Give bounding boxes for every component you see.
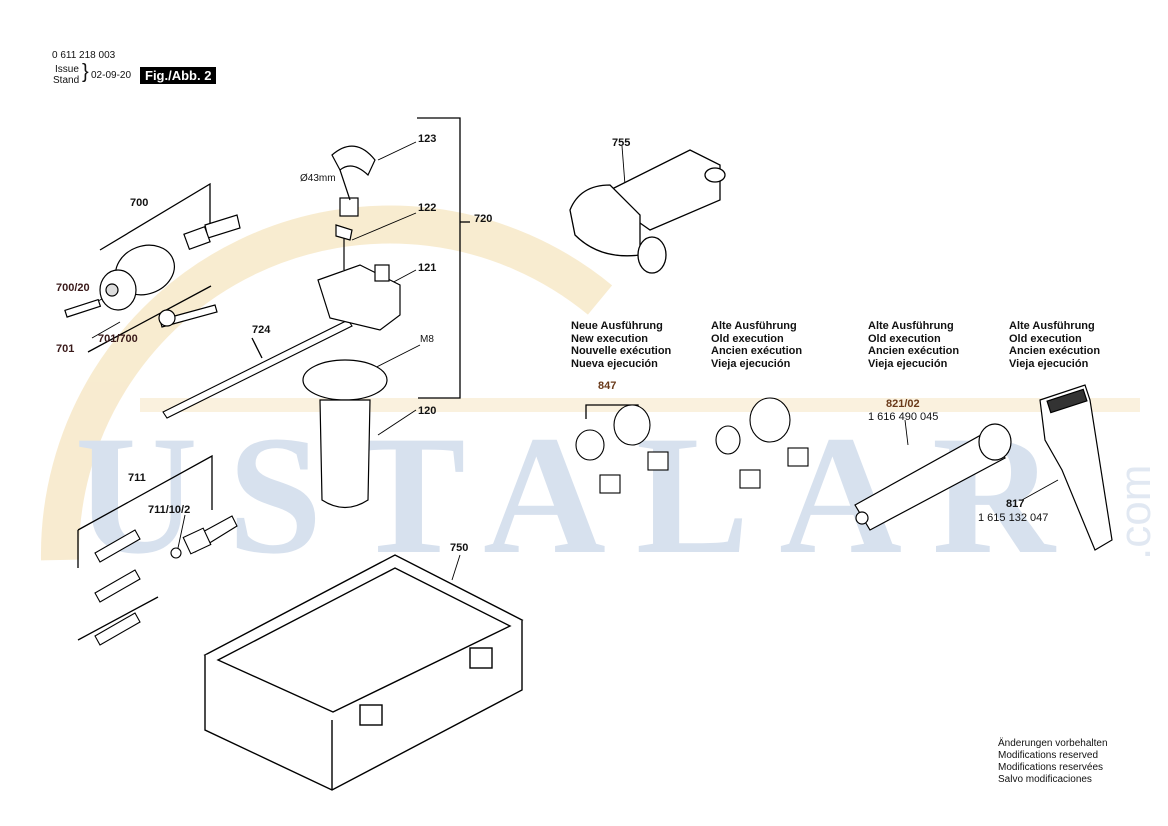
- new-exec-es: Nueva ejecución: [571, 357, 658, 370]
- auxiliary-handle-drawing: [302, 145, 401, 509]
- screwdriver-bits-drawing: [94, 515, 238, 646]
- part-700: 700: [130, 197, 149, 209]
- brush-set-old-drawing: [715, 397, 809, 489]
- old-exec-de: Alte Ausführung: [868, 320, 954, 332]
- old-exec-es: Vieja ejecución: [711, 357, 791, 370]
- part-701-700: 701/700: [98, 333, 138, 345]
- figure-label: Fig./Abb. 2: [140, 67, 217, 84]
- watermark: USTALAR .com: [40, 205, 1160, 589]
- old-execution-block-2: Alte Ausführung Old execution Ancien exé…: [868, 320, 959, 370]
- part-750: 750: [450, 542, 469, 554]
- document-number: 0 611 218 003: [52, 50, 116, 61]
- brush-set-new-drawing: [575, 404, 669, 494]
- old-exec-de: Alte Ausführung: [1009, 320, 1095, 332]
- old-exec-fr: Ancien exécution: [868, 345, 960, 357]
- part-711: 711: [128, 472, 146, 484]
- old-exec-en: Old execution: [711, 332, 784, 345]
- part-121: 121: [418, 262, 437, 274]
- watermark-suffix: .com: [1111, 465, 1160, 560]
- handle-housing-drawing: [1039, 384, 1113, 551]
- old-exec-fr: Ancien exécution: [711, 345, 803, 357]
- note-en: Modifications reserved: [998, 750, 1099, 761]
- old-execution-block-1: Alte Ausführung Old execution Ancien exé…: [711, 320, 802, 370]
- new-execution-block: Neue Ausführung New execution Nouvelle e…: [571, 320, 671, 370]
- old-exec-en: Old execution: [868, 332, 941, 345]
- note-es: Salvo modificaciones: [998, 774, 1092, 785]
- diameter-label: Ø43mm: [300, 173, 336, 184]
- issue-date: 02-09-20: [91, 70, 132, 81]
- old-exec-es: Vieja ejecución: [1009, 357, 1089, 370]
- part-847: 847: [598, 380, 617, 392]
- part-755: 755: [612, 137, 631, 149]
- depth-rod-drawing: [162, 319, 353, 419]
- part-817-number: 1 615 132 047: [978, 512, 1049, 524]
- new-exec-de: Neue Ausführung: [571, 320, 663, 332]
- part-821-02-number: 1 616 490 045: [868, 411, 939, 423]
- stand-label: Stand: [53, 75, 80, 86]
- part-123: 123: [418, 133, 437, 145]
- modification-notes: Änderungen vorbehalten Modifications res…: [998, 738, 1108, 786]
- part-122: 122: [418, 202, 437, 214]
- part-720: 720: [474, 213, 493, 225]
- spindle-drawing: [854, 423, 1012, 531]
- old-exec-fr: Ancien exécution: [1009, 345, 1101, 357]
- note-fr: Modifications reservées: [998, 762, 1104, 773]
- drill-chuck-drawing: [64, 214, 241, 328]
- part-817: 817: [1006, 498, 1025, 510]
- part-120: 120: [418, 405, 437, 417]
- old-exec-de: Alte Ausführung: [711, 320, 797, 332]
- issue-label: Issue: [55, 64, 79, 75]
- angle-attachment-drawing: [569, 149, 726, 274]
- brace-glyph: }: [82, 61, 89, 83]
- note-de: Änderungen vorbehalten: [998, 738, 1108, 749]
- part-724: 724: [252, 324, 271, 336]
- old-exec-es: Vieja ejecución: [868, 357, 948, 370]
- part-700-20: 700/20: [56, 282, 90, 294]
- new-exec-en: New execution: [571, 332, 649, 345]
- thread-m8-label: M8: [420, 334, 434, 345]
- new-exec-fr: Nouvelle exécution: [571, 345, 672, 357]
- old-exec-en: Old execution: [1009, 332, 1082, 345]
- carrying-case-drawing: [203, 554, 524, 791]
- part-711-10-2: 711/10/2: [148, 504, 191, 516]
- old-execution-block-3: Alte Ausführung Old execution Ancien exé…: [1009, 320, 1100, 370]
- part-821-02: 821/02: [886, 398, 920, 410]
- part-701: 701: [56, 343, 75, 355]
